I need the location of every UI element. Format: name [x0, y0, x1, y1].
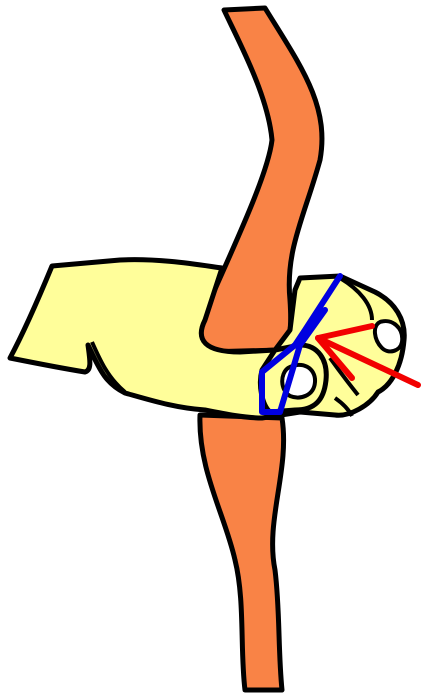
bow-limb-lower — [200, 415, 284, 690]
finger-nail — [375, 321, 402, 351]
